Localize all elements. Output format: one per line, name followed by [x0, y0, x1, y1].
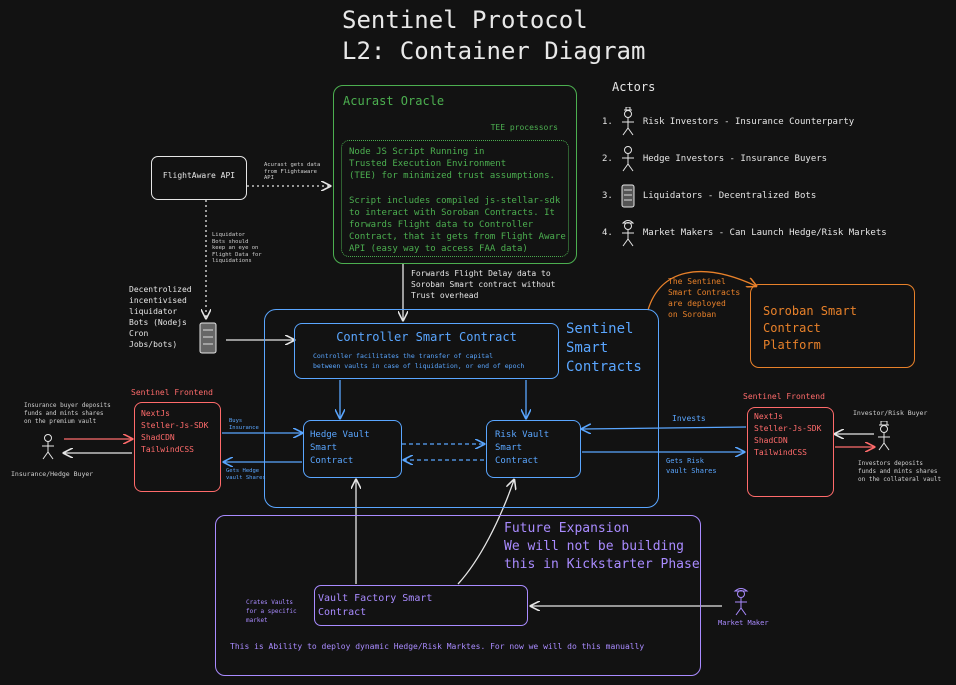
actors-legend: 1. Risk Investors - Insurance Counterpar… — [602, 103, 932, 251]
vault-factory-label: Vault Factory Smart Contract — [318, 593, 433, 618]
risk-vault-box: Risk Vault Smart Contract — [486, 420, 581, 478]
vault-factory-box: Vault Factory Smart Contract — [314, 585, 528, 626]
actor-label: Risk Investors - Insurance Counterparty — [642, 116, 855, 127]
controller-contract-box: Controller Smart Contract Controller fac… — [294, 323, 559, 379]
stick-figure-cap-icon — [621, 219, 635, 246]
actor-num: 2. — [602, 153, 613, 164]
title-line-2: L2: Container Diagram — [342, 37, 646, 65]
investor-note: Investors deposits funds and mints share… — [858, 460, 942, 483]
market-maker-label: Market Maker — [718, 619, 769, 627]
stick-figure-hat-icon — [621, 106, 634, 135]
flightaware-label: FlightAware API — [162, 171, 236, 180]
actor-label: Hedge Investors - Insurance Buyers — [642, 153, 828, 164]
liquidator-bot-icon — [199, 322, 217, 354]
frontend-left-stack: NextJs Steller-Js-SDK ShadCDN TailwindCS… — [141, 409, 209, 454]
tee-label: TEE processors — [490, 123, 558, 132]
actor-label: Liquidators - Decentralized Bots — [642, 190, 817, 201]
acurast-oracle-box: Acurast Oracle TEE processors Node JS Sc… — [333, 85, 577, 264]
soroban-label: Soroban Smart Contract Platform — [763, 304, 857, 352]
arrow-soroban-note — [647, 270, 756, 311]
future-expansion-box — [215, 515, 701, 676]
controller-title: Controller Smart Contract — [336, 330, 517, 344]
flightaware-bots-note: Liquidator Bots should keep an eye on Fl… — [212, 232, 262, 264]
soroban-platform-box: Soroban Smart Contract Platform — [750, 284, 915, 368]
frontend-left-box: NextJs Steller-Js-SDK ShadCDN TailwindCS… — [134, 402, 221, 492]
actor-item: 3. Liquidators - Decentralized Bots — [602, 177, 932, 214]
hedge-vault-box: Hedge Vault Smart Contract — [303, 420, 402, 478]
arrow-factory-to-risk — [457, 480, 514, 585]
actor-item: 1. Risk Investors - Insurance Counterpar… — [602, 103, 932, 140]
actor-num: 3. — [602, 190, 613, 201]
future-expansion-title: Future Expansion We will not be building… — [504, 521, 700, 572]
frontend-right-title: Sentinel Frontend — [743, 392, 825, 401]
crates-vaults-note: Crates Vaults for a specific market — [246, 599, 297, 624]
market-maker-figure-icon — [733, 588, 749, 616]
actor-num: 1. — [602, 116, 613, 127]
buys-insurance-label: Buys Insurance — [229, 418, 259, 431]
title-line-1: Sentinel Protocol — [342, 6, 588, 34]
soroban-note: The Sentinel Smart Contracts are deploye… — [668, 277, 741, 319]
tee-processors-box: Node JS Script Running in Trusted Execut… — [341, 140, 569, 257]
flightaware-api-box: FlightAware API — [151, 156, 247, 200]
frontend-right-box: NextJs Steller-Js-SDK ShadCDN TailwindCS… — [747, 407, 834, 497]
forward-flight-data-note: Forwards Flight Delay data to Soroban Sm… — [411, 269, 556, 300]
gets-risk-shares-label: Gets Risk vault Shares — [666, 457, 717, 475]
bot-icon — [621, 184, 635, 207]
insurance-buyer-note: Insurance buyer deposits funds and mints… — [24, 402, 111, 425]
arrow-frontend-right-to-risk — [582, 427, 747, 429]
actor-item: 2. Hedge Investors - Insurance Buyers — [602, 140, 932, 177]
actor-label: Market Makers - Can Launch Hedge/Risk Ma… — [642, 227, 887, 238]
invests-label: Invests — [672, 414, 706, 423]
diagram-title: Sentinel Protocol L2: Container Diagram — [342, 5, 645, 67]
oracle-title: Acurast Oracle — [343, 94, 445, 108]
oracle-desc-1: Node JS Script Running in Trusted Execut… — [349, 147, 555, 181]
stick-figure-icon — [621, 145, 634, 171]
controller-desc: Controller facilitates the transfer of c… — [313, 352, 525, 370]
gets-hedge-shares-label: Gets Hedge vault Shares — [226, 468, 266, 481]
liquidator-bots-label: Decentrolized incentivised liquidator Bo… — [129, 285, 192, 349]
actor-item: 4. Market Makers - Can Launch Hedge/Risk… — [602, 214, 932, 251]
actor-num: 4. — [602, 227, 613, 238]
sentinel-contracts-title: Sentinel Smart Contracts — [566, 321, 642, 375]
risk-vault-label: Risk Vault Smart Contract — [495, 430, 550, 466]
oracle-desc-2: Script includes compiled js-stellar-sdk … — [349, 196, 566, 254]
insurance-buyer-figure-icon — [42, 434, 54, 460]
future-footer: This is Ability to deploy dynamic Hedge/… — [230, 642, 645, 651]
actors-heading: Actors — [612, 80, 656, 94]
sentinel-contracts-box: Sentinel Smart Contracts — [264, 309, 659, 508]
flightaware-oracle-note: Acurast gets data from Flightaware API — [264, 162, 321, 181]
hedge-vault-label: Hedge Vault Smart Contract — [310, 430, 370, 466]
insurance-buyer-label: Insurance/Hedge Buyer — [11, 470, 94, 478]
frontend-left-title: Sentinel Frontend — [131, 388, 213, 397]
frontend-right-stack: NextJs Steller-Js-SDK ShadCDN TailwindCS… — [754, 412, 822, 457]
investor-label: Investor/Risk Buyer — [853, 409, 928, 417]
investor-figure-hat-icon — [878, 421, 890, 451]
